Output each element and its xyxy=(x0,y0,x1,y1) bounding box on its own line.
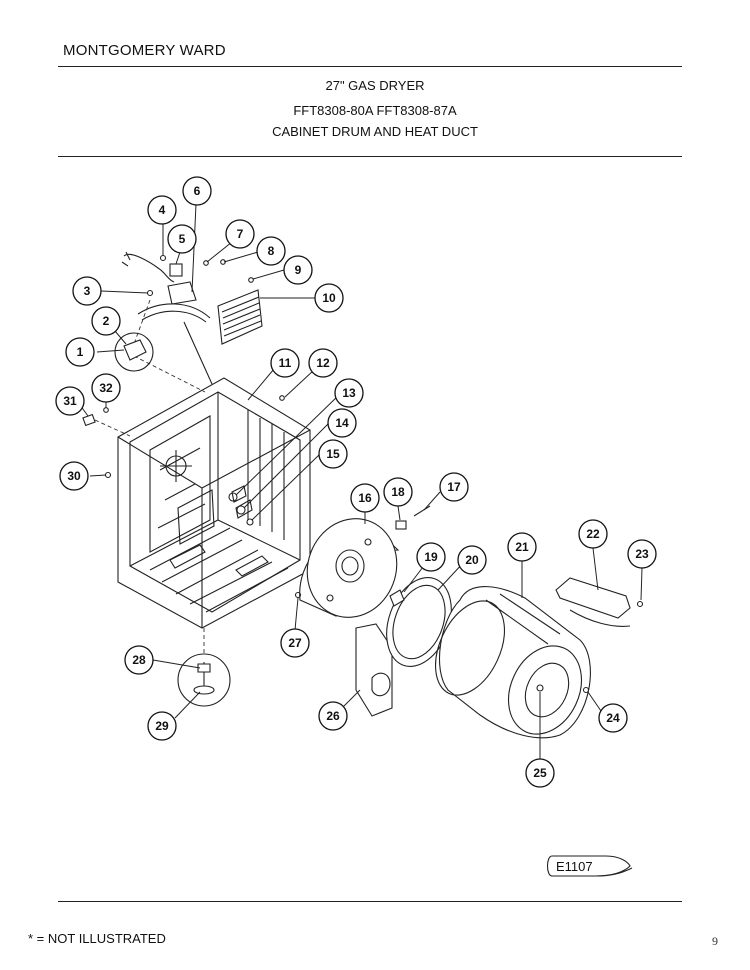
callout-5: 5 xyxy=(167,224,197,254)
callout-28: 28 xyxy=(124,645,154,675)
callout-23: 23 xyxy=(627,539,657,569)
callout-1: 1 xyxy=(65,337,95,367)
callout-6: 6 xyxy=(182,176,212,206)
svg-text:29: 29 xyxy=(155,719,169,733)
callout-32: 32 xyxy=(91,373,121,403)
svg-text:4: 4 xyxy=(159,203,166,217)
callout-22: 22 xyxy=(578,519,608,549)
callout-24: 24 xyxy=(598,703,628,733)
svg-text:14: 14 xyxy=(335,416,349,430)
svg-text:31: 31 xyxy=(63,394,77,408)
svg-text:26: 26 xyxy=(326,709,340,723)
page-code: E1107 xyxy=(556,859,593,874)
svg-text:7: 7 xyxy=(237,227,244,241)
header-rule-bottom xyxy=(58,156,682,157)
svg-text:12: 12 xyxy=(316,356,330,370)
callout-26: 26 xyxy=(318,701,348,731)
heat-duct-drawing xyxy=(355,623,393,717)
top-parts xyxy=(121,251,263,393)
callout-11: 11 xyxy=(270,348,300,378)
svg-text:6: 6 xyxy=(194,184,201,198)
callout-8: 8 xyxy=(256,236,286,266)
callout-16: 16 xyxy=(350,483,380,513)
svg-text:11: 11 xyxy=(279,356,292,370)
leader-lines xyxy=(79,203,643,760)
callout-12: 12 xyxy=(308,348,338,378)
callout-30: 30 xyxy=(59,461,89,491)
brand-name: MONTGOMERY WARD xyxy=(63,42,226,59)
callout-13: 13 xyxy=(334,378,364,408)
footer-rule xyxy=(58,901,682,902)
section-title: CABINET DRUM AND HEAT DUCT xyxy=(272,124,478,139)
svg-text:21: 21 xyxy=(515,540,529,554)
callout-2: 2 xyxy=(91,306,121,336)
svg-text:20: 20 xyxy=(465,553,479,567)
callout-31: 31 xyxy=(55,386,85,416)
svg-text:5: 5 xyxy=(179,232,186,246)
drum-seal-drawing xyxy=(386,577,452,667)
callout-20: 20 xyxy=(457,545,487,575)
svg-text:19: 19 xyxy=(424,550,438,564)
svg-text:1: 1 xyxy=(77,345,84,359)
svg-text:13: 13 xyxy=(342,386,356,400)
callout-17: 17 xyxy=(439,472,469,502)
page-code-badge: E1107 xyxy=(546,855,633,877)
svg-text:16: 16 xyxy=(358,491,372,505)
svg-text:24: 24 xyxy=(606,711,620,725)
header-rule-top xyxy=(58,66,682,67)
svg-text:28: 28 xyxy=(132,653,146,667)
svg-text:15: 15 xyxy=(326,447,340,461)
model-numbers: FFT8308-80A FFT8308-87A xyxy=(293,103,457,118)
front-bulkhead-drawing xyxy=(294,505,431,618)
callout-4: 4 xyxy=(147,195,177,225)
svg-text:8: 8 xyxy=(268,244,275,258)
svg-text:32: 32 xyxy=(99,381,113,395)
callout-18: 18 xyxy=(383,477,413,507)
drum-drawing xyxy=(435,586,591,739)
svg-text:27: 27 xyxy=(288,636,302,650)
callout-21: 21 xyxy=(507,532,537,562)
svg-text:3: 3 xyxy=(84,284,91,298)
callout-3: 3 xyxy=(72,276,102,306)
side-screws xyxy=(228,395,285,526)
callout-27: 27 xyxy=(280,628,310,658)
callout-15: 15 xyxy=(318,439,348,469)
svg-text:23: 23 xyxy=(635,547,649,561)
svg-text:25: 25 xyxy=(533,766,547,780)
drum-support-drawing xyxy=(555,577,644,694)
cabinet-drawing xyxy=(117,377,311,629)
svg-text:30: 30 xyxy=(67,469,81,483)
leveling-foot-drawing xyxy=(177,628,231,707)
callout-19: 19 xyxy=(416,542,446,572)
callout-7: 7 xyxy=(225,219,255,249)
svg-text:2: 2 xyxy=(103,314,110,328)
footnote: * = NOT ILLUSTRATED xyxy=(28,931,166,946)
svg-text:18: 18 xyxy=(391,485,405,499)
svg-text:22: 22 xyxy=(586,527,600,541)
svg-text:10: 10 xyxy=(322,291,336,305)
svg-text:17: 17 xyxy=(447,480,461,494)
product-title: 27" GAS DRYER xyxy=(325,78,425,93)
svg-text:9: 9 xyxy=(295,263,302,277)
callout-29: 29 xyxy=(147,711,177,741)
callout-10: 10 xyxy=(314,283,344,313)
callout-14: 14 xyxy=(327,408,357,438)
handwritten-mark: 9 xyxy=(712,934,718,948)
callout-25: 25 xyxy=(525,758,555,788)
callout-9: 9 xyxy=(283,255,313,285)
